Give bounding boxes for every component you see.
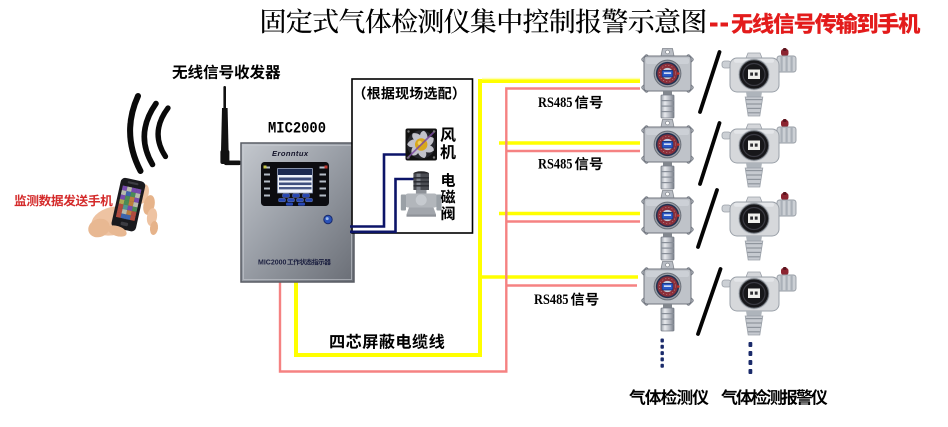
svg-text:MIC2000: MIC2000 bbox=[258, 260, 287, 267]
svg-text:RS485: RS485 bbox=[538, 95, 573, 111]
svg-text:MIC2000: MIC2000 bbox=[268, 120, 326, 138]
svg-text:Eronntux: Eronntux bbox=[272, 149, 309, 158]
svg-text:RS485: RS485 bbox=[538, 157, 573, 173]
svg-text:RS485: RS485 bbox=[534, 292, 569, 308]
